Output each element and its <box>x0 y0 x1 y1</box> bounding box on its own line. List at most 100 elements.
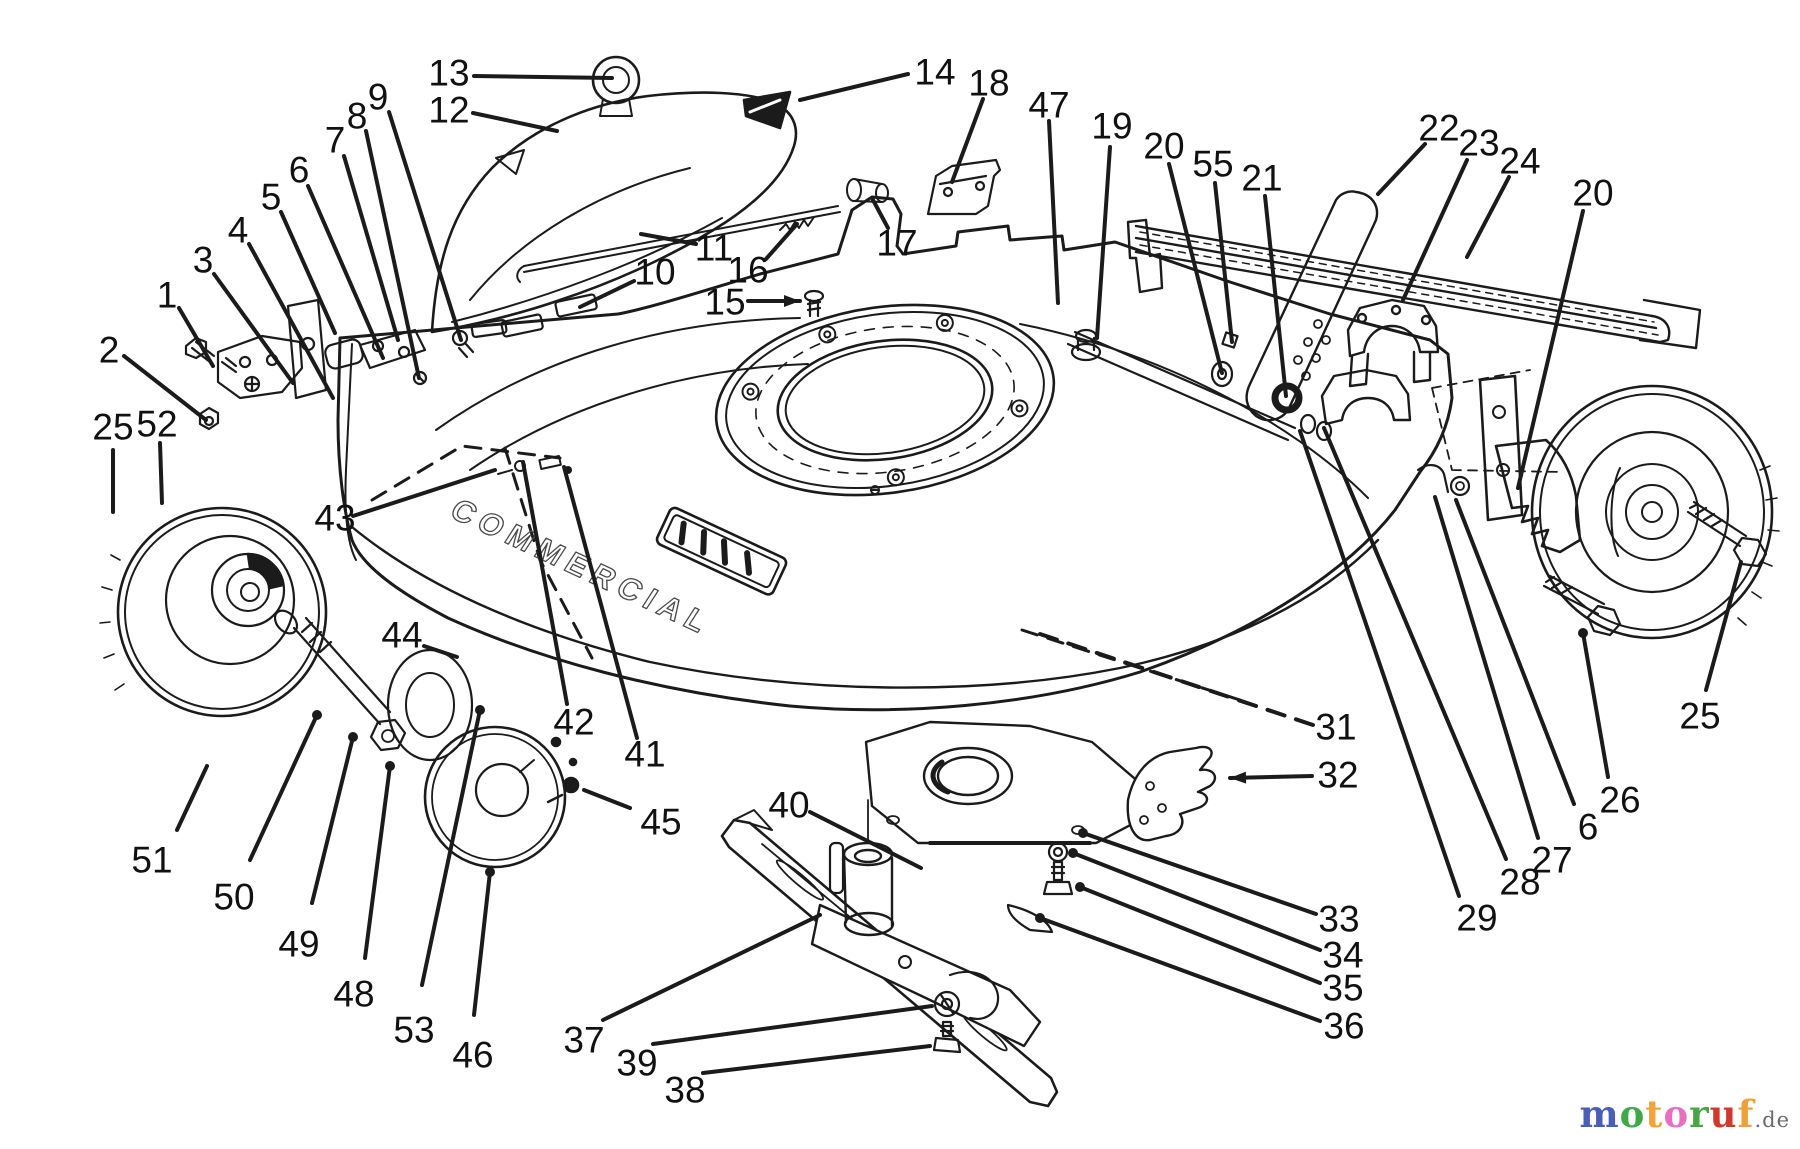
leader-line <box>1516 209 1585 490</box>
callout-44: 44 <box>381 615 459 659</box>
part-number-44: 44 <box>381 615 422 656</box>
leader-line <box>1704 560 1743 692</box>
leader-line <box>122 354 208 422</box>
part-number-50: 50 <box>213 877 254 918</box>
callout-8: 8 <box>347 96 421 380</box>
leader-line <box>1213 181 1234 344</box>
callout-9: 9 <box>368 77 463 342</box>
part-number-8: 8 <box>347 96 368 137</box>
leader-line <box>950 97 985 184</box>
part-number-49: 49 <box>278 924 319 965</box>
pin-40 <box>828 841 845 895</box>
callout-27: 27 <box>1433 495 1573 881</box>
part-number-2: 2 <box>99 330 120 371</box>
part-number-55: 55 <box>1192 144 1233 185</box>
part-number-13: 13 <box>428 53 469 94</box>
leader-line <box>1038 632 1315 727</box>
part-number-9: 9 <box>368 77 389 118</box>
callout-11: 11 <box>639 228 733 269</box>
part-number-6b: 6 <box>1578 807 1599 848</box>
part-number-34: 34 <box>1322 935 1363 976</box>
callout-48: 48 <box>333 761 395 1015</box>
part-number-15: 15 <box>704 282 745 323</box>
callout-52: 52 <box>136 404 178 505</box>
logo-letter: o <box>1619 1092 1646 1136</box>
callout-25R: 25 <box>1679 560 1743 737</box>
part-number-47: 47 <box>1028 85 1069 126</box>
callout-49: 49 <box>278 732 358 965</box>
part-number-42: 42 <box>553 702 594 743</box>
part-number-31: 31 <box>1315 707 1356 748</box>
callout-28: 28 <box>1322 426 1541 903</box>
logo-letter: u <box>1709 1092 1738 1136</box>
side-plate <box>286 298 328 400</box>
leader-line <box>248 713 319 862</box>
callout-33: 33 <box>1078 828 1360 940</box>
leader-line <box>1581 631 1610 779</box>
leader-line <box>1038 916 1322 1023</box>
part-number-25R: 25 <box>1679 696 1720 737</box>
part-number-20b: 20 <box>1572 173 1613 214</box>
handle-hardware <box>1126 190 1702 426</box>
part-number-1: 1 <box>157 275 178 316</box>
callout-46: 46 <box>452 867 495 1076</box>
callout-23: 23 <box>1401 123 1500 302</box>
part-number-23: 23 <box>1458 123 1499 164</box>
part-number-39: 39 <box>616 1043 657 1084</box>
leader-line <box>871 198 890 230</box>
logo-letter: t <box>1645 1092 1664 1136</box>
part-number-7: 7 <box>325 120 346 161</box>
leader-line <box>1095 145 1112 340</box>
logo-letter: r <box>1689 1092 1710 1136</box>
leader-line <box>578 279 636 309</box>
spindle-plate <box>864 720 1217 845</box>
part-number-37: 37 <box>563 1020 604 1061</box>
callout-41: 41 <box>562 465 666 775</box>
right-wheel <box>1416 369 1780 640</box>
part-number-22: 22 <box>1418 108 1459 149</box>
callout-20a: 20 <box>1143 126 1224 375</box>
part-number-43: 43 <box>314 498 355 539</box>
callout-25L: 25 <box>92 407 134 514</box>
part-number-11: 11 <box>695 228 733 269</box>
callout-12: 12 <box>428 90 559 133</box>
logo-letter: m <box>1579 1092 1620 1136</box>
axle-bolt-train <box>273 609 407 752</box>
part-number-29: 29 <box>1456 898 1497 939</box>
part-number-19: 19 <box>1091 106 1132 147</box>
callout-1: 1 <box>157 275 215 368</box>
leader-line <box>247 242 335 400</box>
rear-bracket <box>470 158 1002 339</box>
leader-line <box>175 764 209 832</box>
part-number-35: 35 <box>1322 968 1363 1009</box>
part-number-25L: 25 <box>92 407 133 448</box>
support-plate <box>1478 374 1524 522</box>
leader-line <box>422 644 459 659</box>
leader-line <box>306 184 385 360</box>
pivot-arm <box>1066 328 1333 442</box>
part-number-21: 21 <box>1241 158 1282 199</box>
leader-line <box>601 913 822 1022</box>
leader-line <box>363 764 392 960</box>
motoruf-logo-text: motoruf <box>1580 1092 1755 1136</box>
callout-40: 40 <box>768 785 923 870</box>
engine-mount-ring <box>714 303 1056 497</box>
bracket-32 <box>1126 745 1217 842</box>
notched-quadrant <box>1494 438 1582 554</box>
leader-dot <box>1035 913 1045 923</box>
leader-line <box>582 788 632 810</box>
part-number-33: 33 <box>1318 899 1359 940</box>
screw-8 <box>412 370 428 386</box>
callout-39: 39 <box>616 1004 934 1084</box>
callout-34: 34 <box>1068 848 1364 976</box>
callout-19: 19 <box>1091 106 1133 340</box>
leader-line <box>472 870 492 1017</box>
callout-53: 53 <box>393 705 485 1051</box>
callout-15: 15 <box>704 282 802 323</box>
part-number-10: 10 <box>634 252 675 293</box>
ball-45 <box>562 776 580 794</box>
leader-line <box>1433 495 1540 840</box>
leader-line <box>471 111 559 133</box>
callout-26: 26 <box>1578 628 1641 821</box>
